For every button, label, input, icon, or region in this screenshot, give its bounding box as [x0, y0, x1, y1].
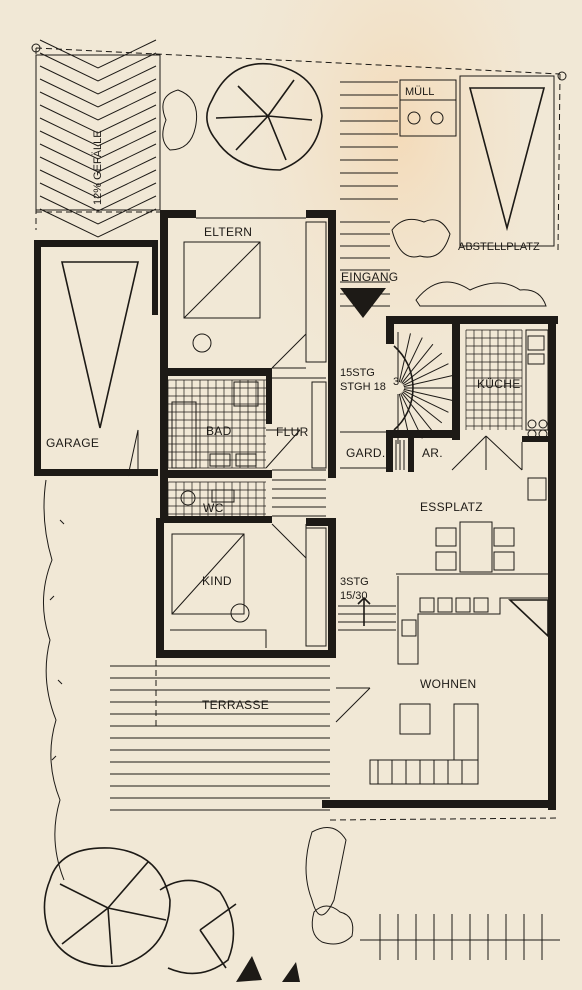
- slope-chevron: [39, 65, 157, 95]
- room-wohnen: WOHNEN: [322, 576, 556, 808]
- room-wc: WC: [160, 478, 272, 523]
- ar-label: AR.: [422, 446, 443, 460]
- paper-stain: [200, 0, 520, 520]
- spiral-step: [402, 352, 443, 385]
- driveway-slope: 12% GEFÄLLE: [35, 39, 161, 238]
- slope-chevron: [39, 39, 157, 69]
- room-eltern: ELTERN: [160, 210, 336, 478]
- room-gard-ar: GARD. AR.: [340, 431, 487, 472]
- flur-label: FLUR: [276, 425, 309, 439]
- kueche-label: KÜCHE: [477, 377, 521, 391]
- section-marker-icon: [282, 962, 300, 982]
- terrace: [110, 665, 330, 811]
- terrasse-label: TERRASSE: [202, 698, 269, 712]
- small-stair-count-label: 3STG: [340, 576, 369, 588]
- eltern-label: ELTERN: [204, 225, 252, 239]
- staircase-small: 3STG 15/30: [338, 576, 396, 631]
- fence-bottom: [360, 914, 560, 960]
- slope-chevron: [39, 78, 157, 108]
- slope-chevron: [39, 117, 157, 147]
- slope-chevron: [39, 208, 157, 238]
- slope-chevron: [39, 195, 157, 225]
- bad-label: BAD: [206, 424, 232, 438]
- muell-label: MÜLL: [405, 86, 434, 98]
- eingang-label: EINGANG: [341, 270, 398, 284]
- wc-label: WC: [203, 501, 224, 515]
- slope-chevron: [39, 52, 157, 82]
- slope-chevron: [39, 182, 157, 212]
- slope-chevron: [39, 156, 157, 186]
- spiral-step: [403, 390, 449, 413]
- entrance-arrow-icon: [340, 288, 386, 318]
- abstellplatz-label: ABSTELLPLATZ: [458, 241, 540, 253]
- spiral-step: [398, 333, 411, 383]
- stair-step-label: 3: [393, 376, 399, 388]
- slope-chevron: [39, 169, 157, 199]
- spiral-step: [400, 393, 423, 439]
- trees-bottom: [43, 847, 237, 975]
- spiral-step: [403, 375, 453, 388]
- bin-area: MÜLL: [399, 79, 457, 137]
- garage-label: GARAGE: [46, 436, 99, 450]
- entrance: EINGANG: [340, 270, 398, 318]
- room-essplatz: ESSPLATZ: [396, 477, 548, 575]
- staircase-main: 15STG STGH 18 3: [340, 316, 460, 444]
- slope-chevron: [39, 143, 157, 173]
- room-bad: BAD: [160, 376, 301, 478]
- tree-top: [206, 62, 323, 171]
- stair-count-label: 15STG: [340, 367, 375, 379]
- room-kueche: KÜCHE: [460, 316, 558, 810]
- slope-chevron: [39, 130, 157, 160]
- spiral-step: [402, 391, 443, 424]
- spiral-step: [398, 393, 411, 443]
- small-stair-size-label: 15/30: [340, 590, 368, 602]
- essplatz-label: ESSPLATZ: [420, 500, 483, 514]
- room-kind: KIND: [156, 518, 336, 658]
- north-arrow-icon: [236, 956, 262, 982]
- spiral-step: [400, 337, 423, 383]
- spiral-step: [401, 343, 434, 384]
- slope-label: 12% GEFÄLLE: [92, 130, 104, 205]
- shrub-bottom: [305, 827, 354, 945]
- shrubs-top: [162, 89, 547, 307]
- spiral-step: [403, 363, 449, 386]
- gard-label: GARD.: [346, 446, 386, 460]
- spiral-step: [401, 392, 434, 433]
- slope-chevron: [39, 91, 157, 121]
- spiral-step: [403, 388, 453, 401]
- garage: GARAGE: [34, 211, 160, 477]
- stair-height-label: STGH 18: [340, 381, 386, 393]
- slope-chevron: [39, 104, 157, 134]
- kind-label: KIND: [202, 574, 232, 588]
- room-flur: FLUR: [272, 377, 327, 517]
- wohnen-label: WOHNEN: [420, 677, 476, 691]
- hedge-left: [43, 479, 65, 881]
- parking-space: ABSTELLPLATZ: [458, 75, 555, 253]
